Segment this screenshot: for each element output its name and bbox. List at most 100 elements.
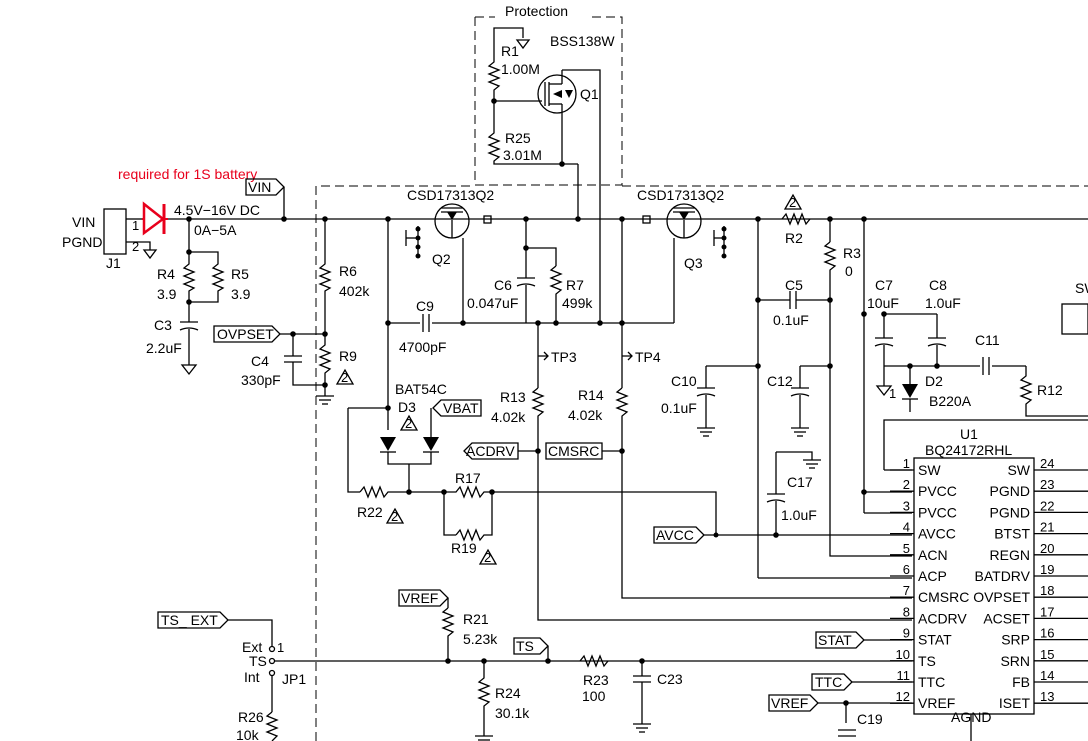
r14-resistor <box>615 387 912 599</box>
c12-capacitor <box>790 387 810 397</box>
ovpset-tag <box>213 325 281 343</box>
r21-ref: R21 <box>463 611 489 627</box>
ovpset-tag-label: OVPSET <box>217 326 274 342</box>
ground-icon <box>316 395 334 405</box>
input-voltage: 4.5V−16V DC <box>174 202 260 218</box>
ic-pin-name: TTC <box>918 674 945 690</box>
r13-resistor <box>531 387 912 621</box>
c9-value: 4700pF <box>399 339 446 355</box>
sw-tag <box>1061 303 1088 335</box>
d3-diode-icon <box>380 437 439 453</box>
q2-part: CSD17313Q2 <box>407 187 494 203</box>
c4-value: 330pF <box>241 372 281 388</box>
c17-capacitor <box>766 493 786 503</box>
jp1-ref: JP1 <box>282 671 306 687</box>
r6-ref: R6 <box>339 263 357 279</box>
j1-pin1: 1 <box>132 218 139 233</box>
r26-resistor <box>265 711 279 741</box>
ground-icon <box>180 364 198 376</box>
c11-capacitor <box>982 357 990 375</box>
c8-ref: C8 <box>929 277 947 293</box>
q2-mosfet-icon <box>434 203 470 239</box>
ic-pin-number: 19 <box>1040 562 1054 577</box>
c5-ref: C5 <box>785 277 803 293</box>
c23-capacitor <box>633 675 651 683</box>
r5-resistor <box>189 258 225 303</box>
svg-text:2: 2 <box>341 370 348 385</box>
c9-capacitor <box>422 314 430 332</box>
ground-icon <box>875 385 893 397</box>
ts-ext-tag <box>157 611 229 629</box>
r24-resistor <box>477 661 491 736</box>
ic-pin-number: 3 <box>903 498 910 513</box>
pgnd-label: PGND <box>62 234 102 250</box>
r21-resistor <box>441 607 455 661</box>
ic-pin-number: 10 <box>896 647 910 662</box>
ttc-tag-label: TTC <box>815 674 842 690</box>
r22-resistor <box>359 485 444 499</box>
r25-ref: R25 <box>505 130 531 146</box>
ground-icon <box>142 249 158 260</box>
ic-pin-number: 18 <box>1040 583 1054 598</box>
ttc-tag <box>811 673 853 691</box>
svg-text:1: 1 <box>889 386 896 401</box>
ic-pin-number: 6 <box>903 562 910 577</box>
ic-pin-name: CMSRC <box>918 589 969 605</box>
jp1-pin-icon <box>268 657 276 665</box>
c7-value: 10uF <box>867 295 899 311</box>
r19-ref: R19 <box>451 540 477 556</box>
ic-pin-name: SRP <box>1001 632 1030 648</box>
ic-pin-name: ACDRV <box>918 610 967 626</box>
c5-value: 0.1uF <box>773 312 809 328</box>
c5-capacitor <box>789 291 797 309</box>
jp1-pin-icon <box>268 645 276 653</box>
ic-pin-number: 14 <box>1040 668 1054 683</box>
r24-value: 30.1k <box>495 705 530 721</box>
d2-value: B220A <box>929 393 972 409</box>
c3-ref: C3 <box>154 317 172 333</box>
ic-pin-name: OVPSET <box>973 589 1030 605</box>
r12-ref: R12 <box>1037 382 1063 398</box>
ic-pin-name: BTST <box>994 526 1030 542</box>
r17-ref: R17 <box>455 470 481 486</box>
r26-value: 10k <box>236 727 260 741</box>
c17-value: 1.0uF <box>781 507 817 523</box>
q1-ref: Q1 <box>580 86 599 102</box>
c8-value: 1.0uF <box>925 295 961 311</box>
u1-ref: U1 <box>960 426 978 442</box>
annotation-note: required for 1S battery <box>118 166 257 182</box>
vbat-tag-label: VBAT <box>443 400 479 416</box>
q3-pins <box>713 226 727 259</box>
ic-pin-name: ACN <box>918 547 948 563</box>
avcc-tag-label: AVCC <box>656 527 694 543</box>
ts-ext-tag-label: TS_ EXT <box>161 612 218 628</box>
stat-tag-label: STAT <box>818 632 852 648</box>
ic-pin-number: 5 <box>903 541 910 556</box>
r5-ref: R5 <box>231 266 249 282</box>
d2-diode-icon <box>902 384 918 400</box>
r14-ref: R14 <box>578 387 604 403</box>
jp1-int: Int <box>244 669 260 685</box>
c8-capacitor <box>927 337 947 347</box>
r25-value: 3.01M <box>503 147 542 163</box>
r14-value: 4.02k <box>568 407 603 423</box>
d3-part: BAT54C <box>395 381 447 397</box>
ic-pin-name: PGND <box>990 504 1030 520</box>
ts-tag-label: TS <box>516 638 534 654</box>
svg-text:2: 2 <box>484 550 491 565</box>
vin-tag <box>245 178 285 196</box>
r3-ref: R3 <box>843 245 861 261</box>
q2-pins <box>405 226 421 259</box>
vref-tag <box>398 589 449 607</box>
ic-pin-number: 8 <box>903 604 910 619</box>
c10-ref: C10 <box>671 373 697 389</box>
ic-pin-name: STAT <box>918 632 952 648</box>
d2-ref: D2 <box>925 373 943 389</box>
q3-ref: Q3 <box>684 255 703 271</box>
vin-label: VIN <box>72 214 95 230</box>
ic-pin-number: 21 <box>1040 520 1054 535</box>
r1-resistor <box>487 56 501 128</box>
ground-icon <box>515 39 531 50</box>
r12-resistor <box>1019 366 1088 417</box>
c6-ref: C6 <box>494 277 512 293</box>
